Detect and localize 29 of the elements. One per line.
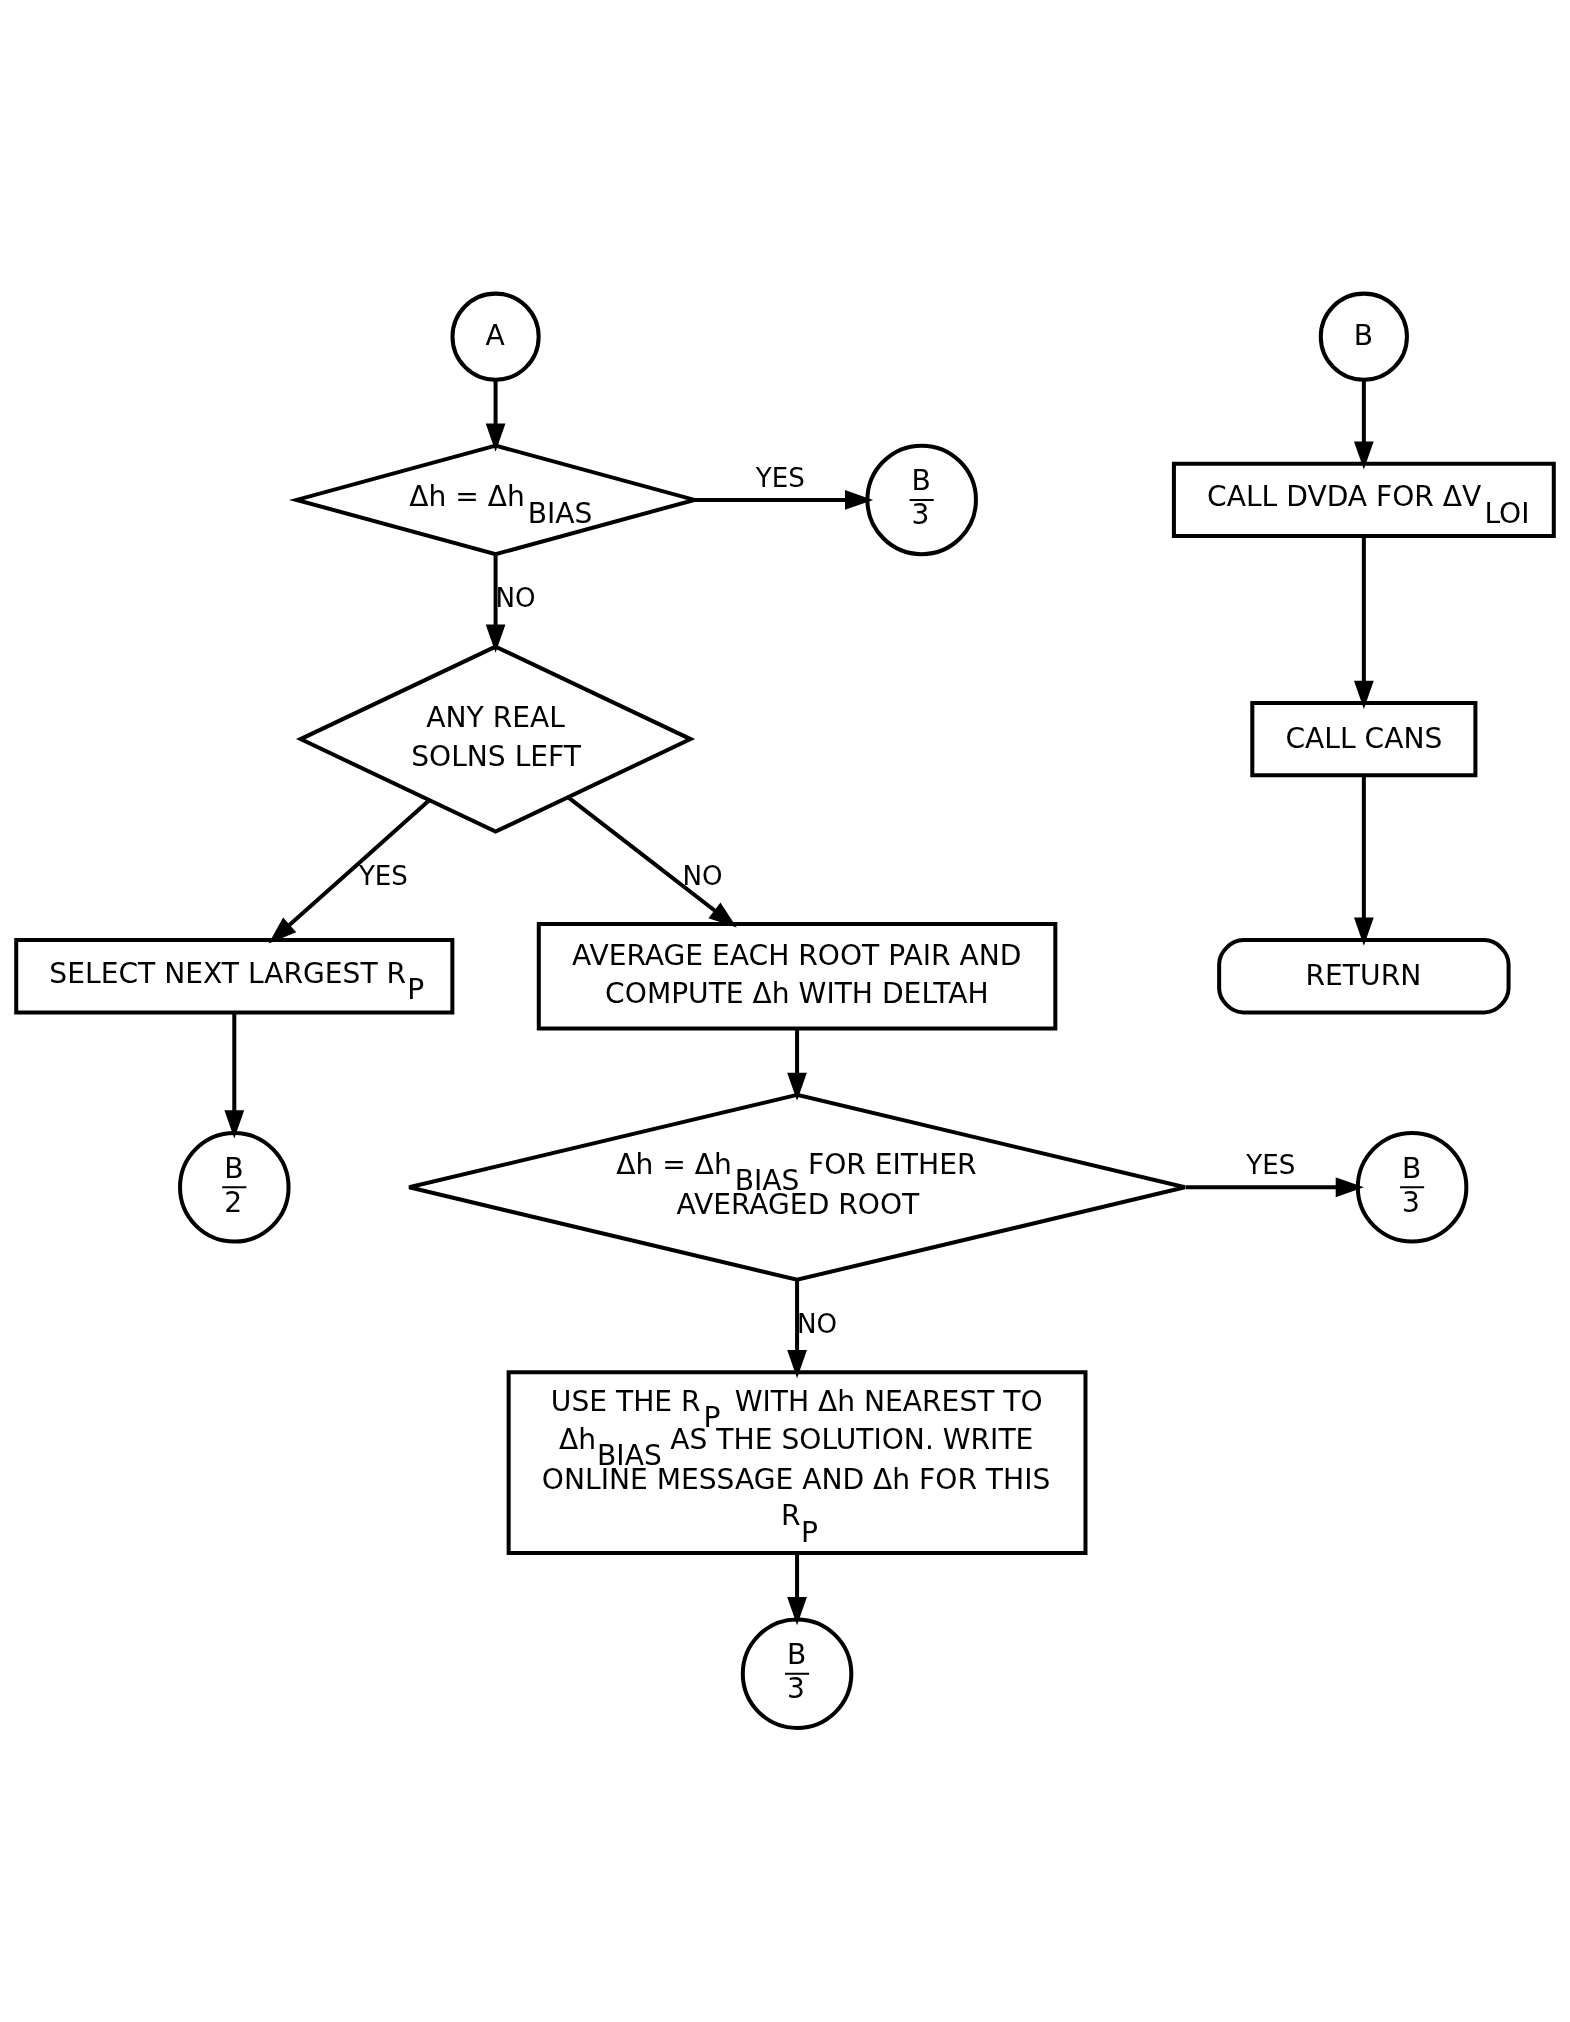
arrow: [787, 1028, 807, 1101]
arrow: [1354, 775, 1374, 946]
node-circle: B 3: [1355, 1131, 1469, 1244]
node-box: CALL CANS: [1250, 700, 1478, 778]
arrow: [1354, 379, 1374, 470]
node-box: RETURN: [1217, 938, 1511, 1015]
arrow: [268, 799, 431, 944]
node-circle: B 3: [865, 443, 978, 557]
arrow: [1354, 536, 1374, 709]
edge-label: YES: [1246, 1150, 1296, 1181]
arrow: [224, 1012, 245, 1139]
arrow: [787, 1280, 807, 1379]
node-diamond: ANY REAL SOLNS LEFT: [295, 644, 696, 834]
arrow: [694, 490, 874, 510]
arrow: [485, 379, 506, 452]
node-circle: B 2: [178, 1131, 291, 1244]
node-box: AVERAGE EACH ROOT PAIR AND COMPUTE Δh WITH DELTAH: [536, 922, 1058, 1031]
edge-label: NO: [682, 860, 723, 891]
edge-label: YES: [755, 462, 805, 493]
node-circle: A: [450, 291, 541, 382]
node-circle: B 3: [740, 1617, 854, 1730]
arrow: [1185, 1177, 1364, 1198]
edge-label: NO: [797, 1308, 838, 1339]
edge-label: NO: [495, 583, 536, 614]
arrow: [787, 1553, 807, 1626]
arrow: [485, 554, 506, 653]
node-circle: B: [1318, 291, 1409, 382]
arrow: [567, 795, 737, 928]
edge-label: YES: [358, 860, 408, 891]
